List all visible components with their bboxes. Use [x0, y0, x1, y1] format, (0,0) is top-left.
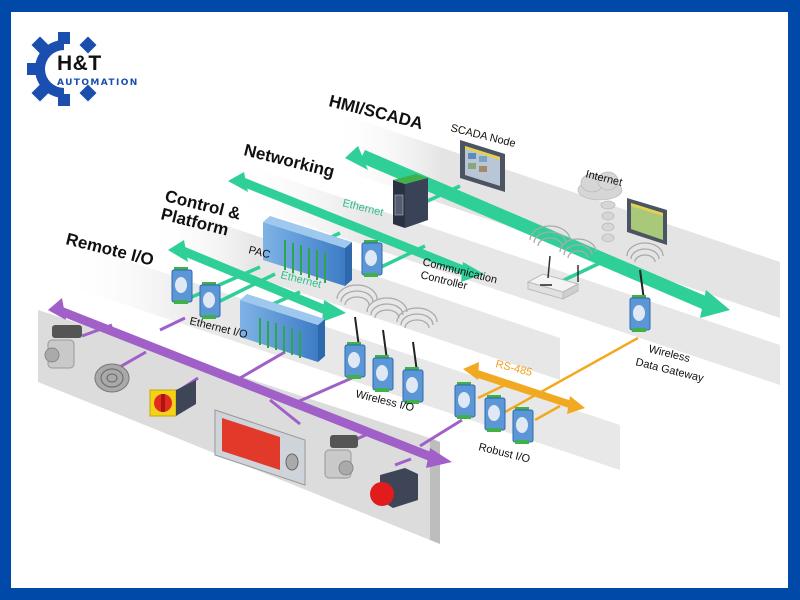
- ethernet-io-module: [199, 282, 221, 319]
- fieldbus-arrow: [48, 298, 452, 468]
- communication-controller-module: [361, 240, 383, 277]
- automation-architecture-diagram: HMI/SCADA Networking Control & Platform …: [38, 91, 780, 544]
- field-device-flow-valve-2: [324, 435, 358, 479]
- field-device-rotary-switch: [149, 380, 196, 417]
- field-device-buzzer: [94, 363, 130, 393]
- diagram-frame: HMI/SCADA Networking Control & Platform …: [11, 12, 788, 588]
- band-control: [150, 200, 560, 380]
- control-ethernet-arrow: [168, 240, 346, 322]
- wireless-gateway-module: [629, 269, 651, 332]
- io-modules: [171, 240, 651, 444]
- company-logo: H&T AUTOMATION: [27, 32, 139, 110]
- field-device-emergency-button: [370, 468, 418, 508]
- scada-node-monitor: [460, 140, 505, 192]
- label-scada-node: SCADA Node: [449, 122, 517, 150]
- field-device-led-display-panel: [214, 409, 306, 486]
- robust-io-module: [454, 382, 476, 419]
- label-wireless-gateway-line2: Data Gateway: [634, 356, 705, 385]
- rs485-links: [477, 336, 639, 422]
- ethernet-io-rack: [240, 294, 325, 362]
- internet-cloud-icon: [577, 171, 623, 243]
- robust-io-module: [512, 407, 534, 444]
- remote-hmi-monitor: [627, 198, 667, 245]
- field-device-flow-valve: [44, 325, 82, 369]
- wifi-signal-icons: [336, 225, 664, 329]
- robust-io-module: [484, 395, 506, 432]
- ethernet-io-module: [171, 267, 193, 304]
- label-pac: PAC: [247, 244, 271, 261]
- logo-subtitle: AUTOMATION: [57, 78, 139, 88]
- wireless-io-module: [402, 341, 424, 404]
- gear-icon: [27, 32, 97, 106]
- rs485-arrow: [463, 362, 585, 414]
- network-switch: [393, 174, 428, 228]
- band-hmi: [330, 110, 780, 318]
- label-robust-io: Robust I/O: [477, 441, 531, 465]
- io-module-slots: [259, 240, 326, 358]
- wireless-router: [526, 255, 580, 300]
- logo-brand: H&T: [57, 52, 102, 75]
- wireless-io-module: [372, 329, 394, 392]
- wireless-io-module: [344, 316, 366, 379]
